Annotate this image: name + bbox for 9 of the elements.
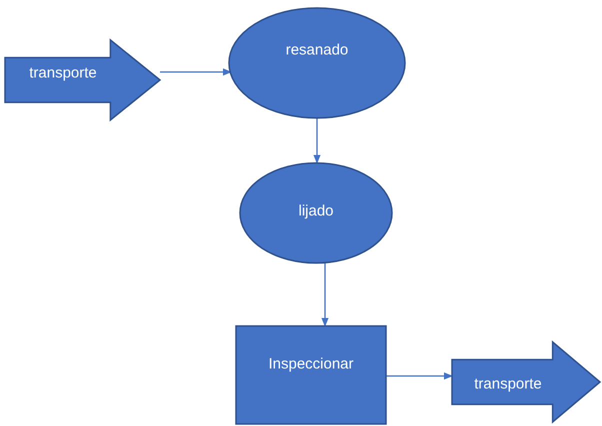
arrow: [160, 68, 232, 76]
node-label: transporte: [474, 376, 542, 392]
arrow: [386, 372, 453, 380]
arrow: [313, 118, 321, 164]
node-label: resanado: [286, 42, 348, 58]
node-label: transporte: [29, 64, 97, 82]
arrow: [321, 261, 329, 327]
node-label: lijado: [298, 202, 334, 220]
node-label: Inspeccionar: [268, 356, 354, 372]
